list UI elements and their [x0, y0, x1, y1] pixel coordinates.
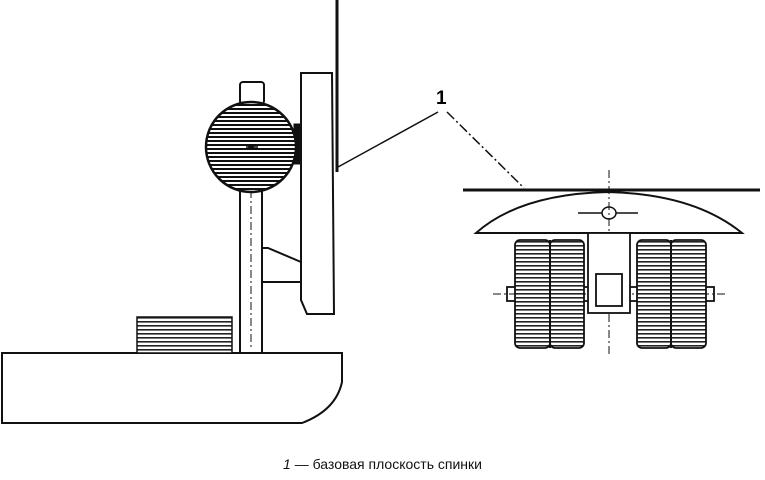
front-view [446, 111, 760, 356]
caption-text: — базовая плоскость спинки [290, 456, 482, 472]
leader-line-front [446, 111, 525, 189]
callout-label: 1 [436, 88, 447, 109]
striped-ball [204, 100, 298, 194]
caption-number: 1 [283, 456, 291, 472]
side-view [1, 0, 439, 424]
ball-knob [239, 81, 265, 105]
left-weight-pair [514, 239, 585, 349]
seat-base [1, 352, 343, 424]
figure-caption: 1 — базовая плоскость спинки [0, 456, 765, 472]
weight-stack [136, 316, 233, 354]
hub-block [595, 273, 623, 307]
right-weight-pair [636, 239, 707, 349]
leader-line-side [337, 111, 439, 168]
back-plate [300, 72, 336, 315]
